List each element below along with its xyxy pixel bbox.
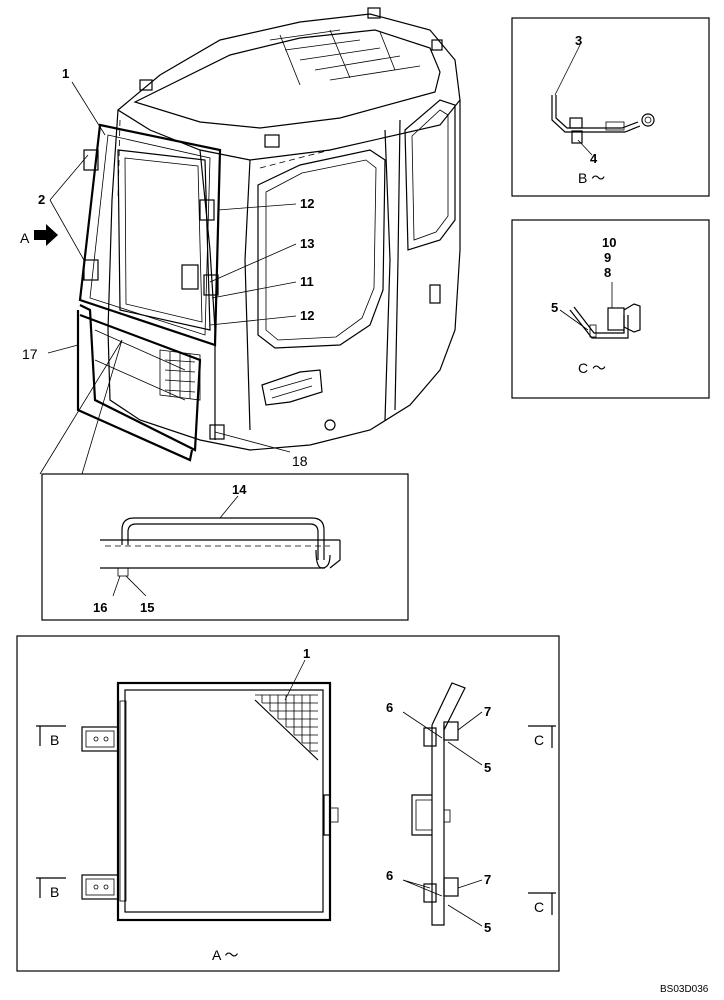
handle-label-14: 14 <box>232 482 247 497</box>
detail-c-label-8: 8 <box>604 265 611 280</box>
handle-detail-box <box>41 473 409 621</box>
label-11: 11 <box>300 274 314 289</box>
detail-b-label-3: 3 <box>575 33 582 48</box>
label-12-bottom: 12 <box>300 308 314 323</box>
view-a-label-7-bottom: 7 <box>484 872 491 887</box>
detail-b-label-4: 4 <box>590 151 598 166</box>
label-18: 18 <box>292 453 308 469</box>
view-a-label-6-top: 6 <box>386 700 393 715</box>
handle-label-16: 16 <box>93 600 107 615</box>
view-a-caption: A ～ <box>212 947 238 963</box>
detail-b-box <box>511 17 710 197</box>
view-a-label-7-top: 7 <box>484 704 491 719</box>
label-12-top: 12 <box>300 196 314 211</box>
section-mark-b-bottom: B <box>50 884 59 900</box>
section-mark-b-top: B <box>50 732 59 748</box>
view-a-label-5-top: 5 <box>484 760 491 775</box>
label-1: 1 <box>62 66 69 81</box>
view-arrow-a <box>34 224 58 246</box>
section-mark-c-bottom: C <box>534 899 544 915</box>
view-a-box <box>16 635 560 972</box>
label-arrow-a: A <box>20 230 30 246</box>
view-a-label-5-bottom: 5 <box>484 920 491 935</box>
detail-b-caption: B ～ <box>578 170 605 186</box>
detail-c-label-10: 10 <box>602 235 616 250</box>
cab-illustration <box>34 7 461 475</box>
handle-label-15: 15 <box>140 600 154 615</box>
view-a-label-6-bottom: 6 <box>386 868 393 883</box>
label-17: 17 <box>22 346 38 362</box>
label-2: 2 <box>38 192 45 207</box>
detail-c-label-5: 5 <box>551 300 558 315</box>
label-13: 13 <box>300 236 314 251</box>
section-mark-c-top: C <box>534 732 544 748</box>
detail-c-box <box>511 219 710 399</box>
detail-c-caption: C ～ <box>578 360 606 376</box>
drawing-code: BS03D036 <box>660 984 709 995</box>
detail-c-label-9: 9 <box>604 250 611 265</box>
view-a-label-1: 1 <box>303 646 310 661</box>
